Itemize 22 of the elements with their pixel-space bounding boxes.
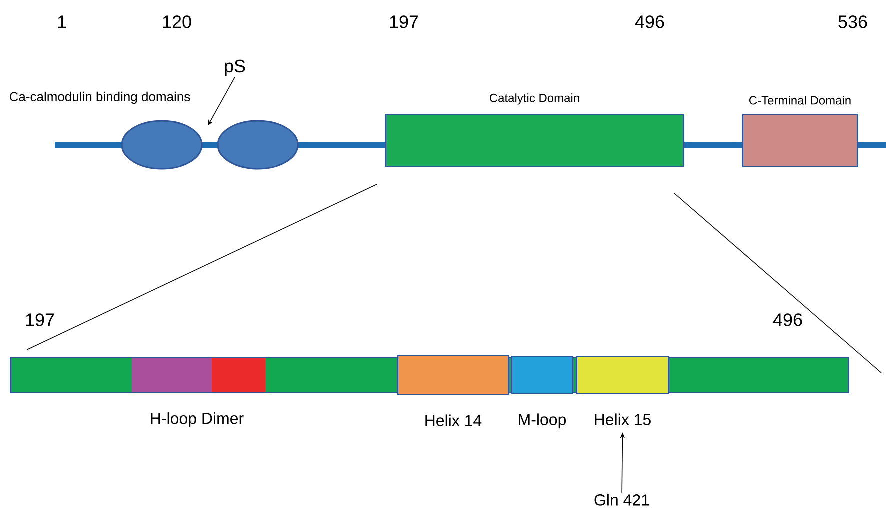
residue-number: 536 [838, 16, 868, 28]
residue-number: 120 [163, 16, 192, 28]
region-label: H-loop Dimer [151, 412, 244, 428]
domain-label: M-loop [519, 414, 566, 429]
segment-box [212, 358, 266, 392]
binding-domain-ellipse [217, 120, 299, 170]
domain-label: Ca-calmodulin binding domains [10, 92, 190, 104]
domain-label: Helix 15 [595, 414, 651, 426]
residue-number: 1 [58, 16, 66, 28]
residue-number: 197 [26, 314, 54, 326]
zoom-line [674, 193, 882, 374]
zoom-line [26, 184, 378, 350]
site-label: Gln 421 [594, 494, 650, 506]
residue-number: 197 [390, 16, 418, 28]
segment-box [132, 358, 214, 392]
binding-domain-ellipse [121, 120, 203, 170]
site-label: pS [225, 60, 246, 76]
domain-label: Catalytic Domain [490, 94, 580, 105]
domain-label: C-Terminal Domain [750, 96, 851, 105]
residue-number: 496 [773, 314, 802, 326]
domain-label: Helix 14 [426, 414, 482, 426]
residue-number: 496 [635, 16, 664, 28]
